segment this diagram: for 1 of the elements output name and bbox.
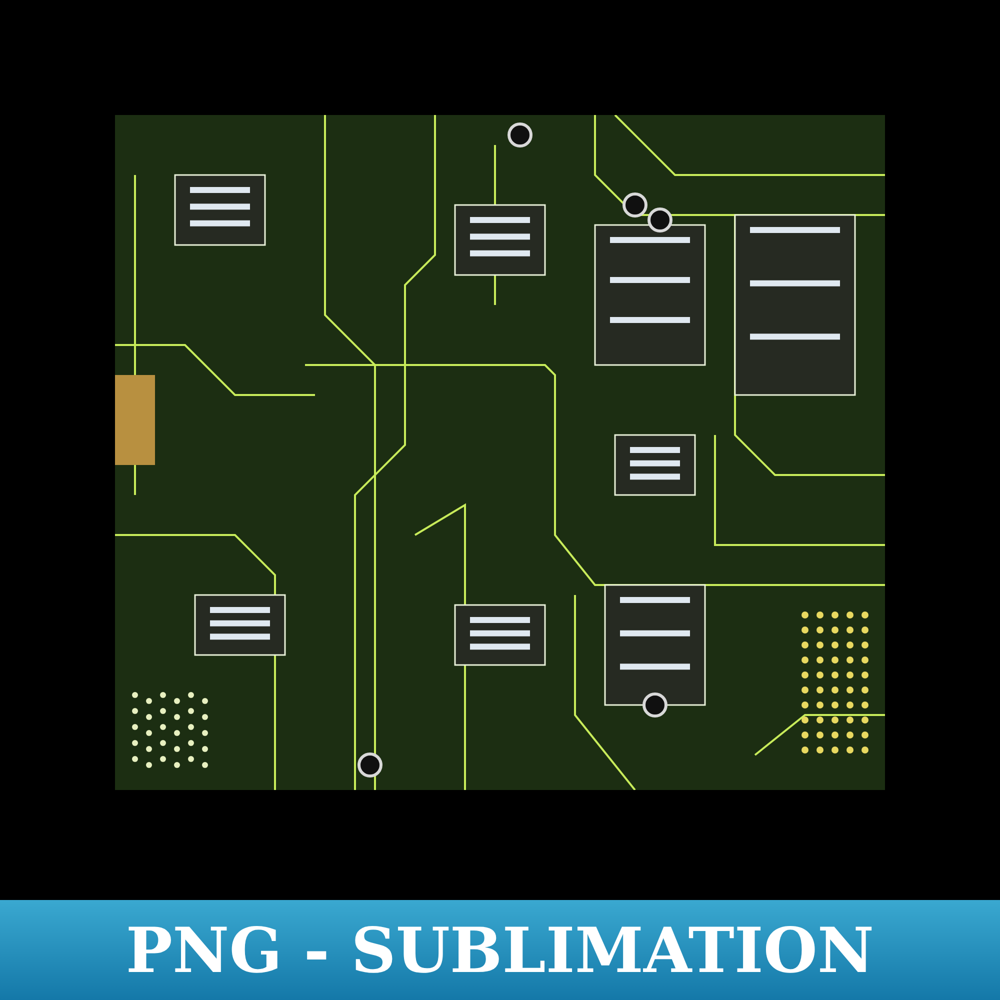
banner-title: PNG - SUBLIMATION: [126, 914, 874, 986]
